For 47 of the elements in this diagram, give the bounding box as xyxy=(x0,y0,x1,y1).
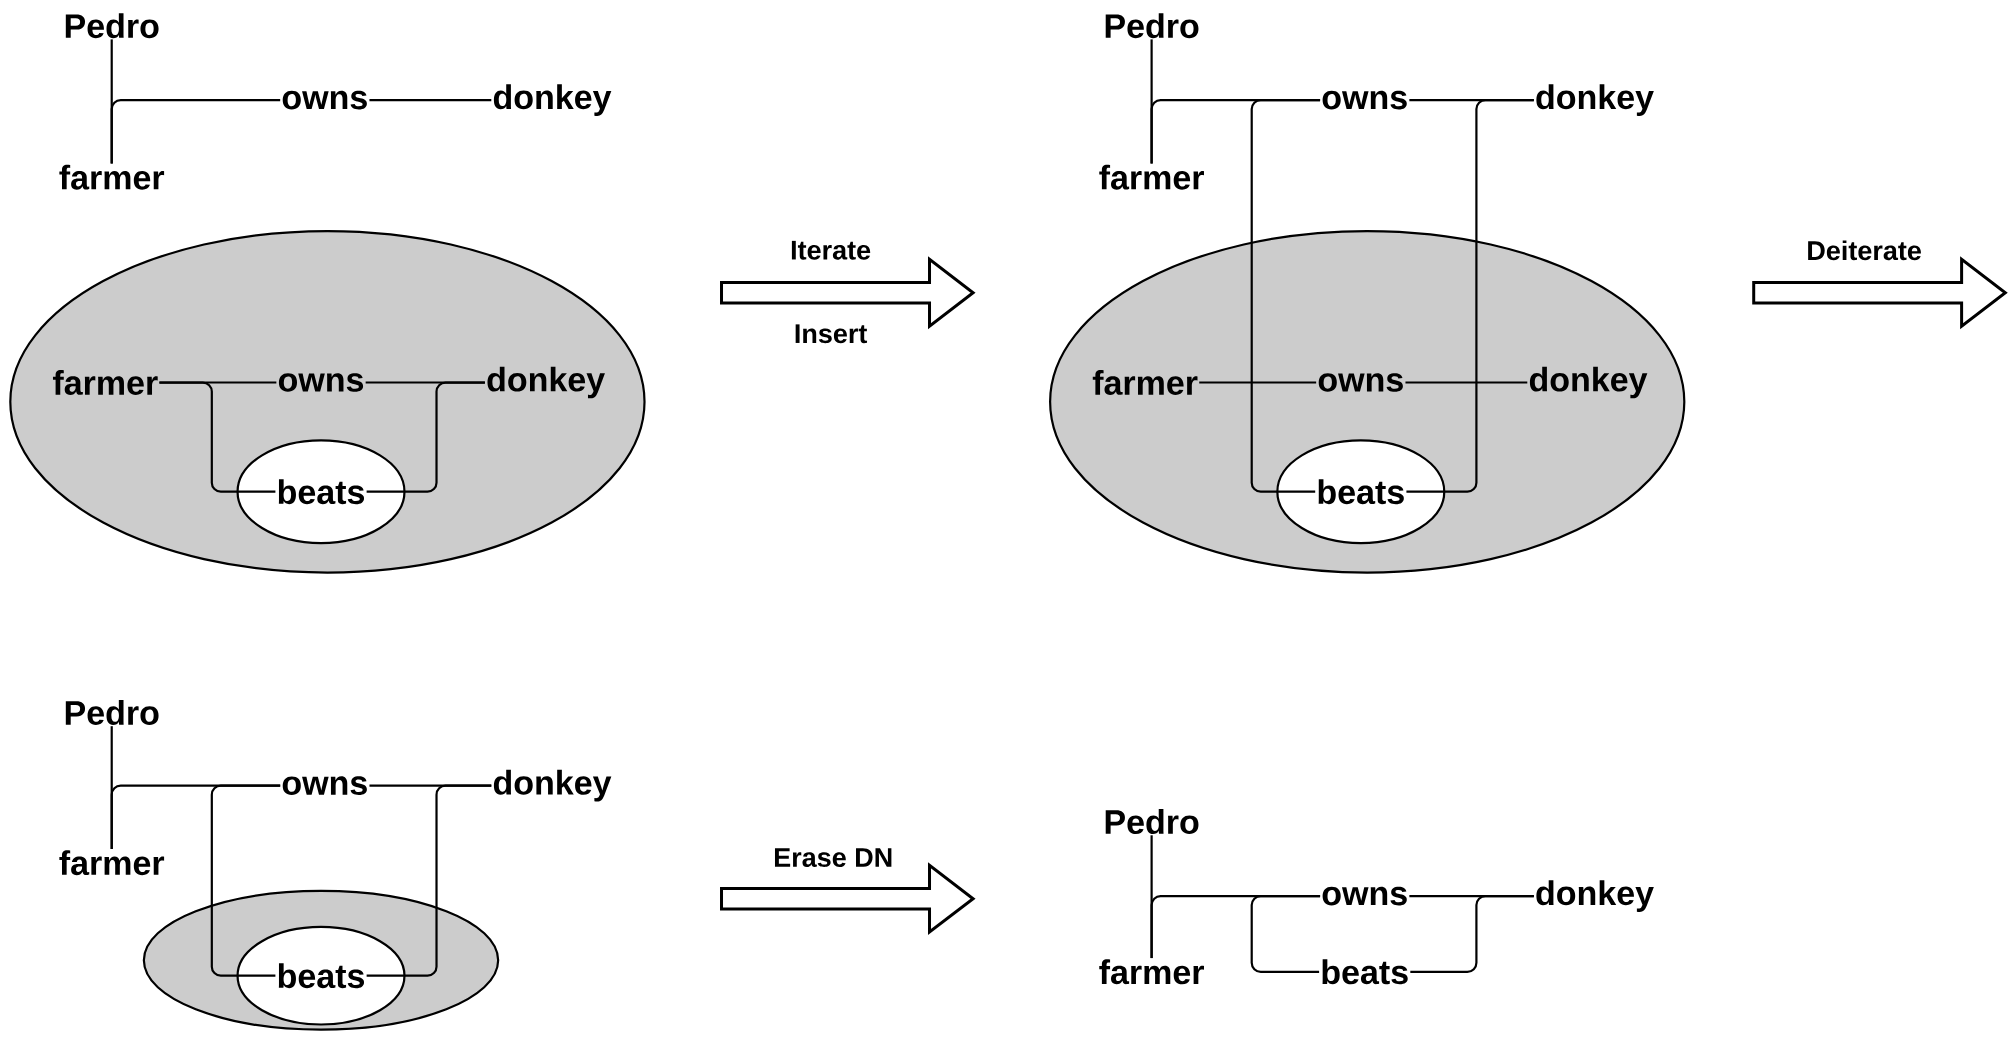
line-of-identity xyxy=(1410,895,1534,973)
graph-word: Pedro xyxy=(65,700,159,725)
graph-word: donkey xyxy=(487,366,605,399)
cut-oval xyxy=(9,229,646,574)
graph-word: beats xyxy=(1318,479,1404,505)
line-of-identity xyxy=(366,381,485,493)
graph-word: donkey xyxy=(493,769,612,802)
graph-word: donkey xyxy=(1529,366,1648,399)
cut-oval xyxy=(1276,439,1446,545)
line-of-identity xyxy=(366,784,492,977)
rule-label: Insert xyxy=(795,324,868,344)
line-of-identity xyxy=(1250,99,1321,493)
line-of-identity xyxy=(369,99,492,102)
rule-label: Deiterate xyxy=(1808,240,1921,261)
graph-word: farmer xyxy=(1099,164,1204,190)
graph-word: owns xyxy=(282,776,367,795)
graph-word: owns xyxy=(282,90,367,110)
graph-word: farmer xyxy=(53,370,158,395)
rule-label: Iterate xyxy=(791,240,871,260)
line-of-identity xyxy=(1406,99,1534,493)
line-of-identity xyxy=(1250,895,1321,973)
cut-oval xyxy=(236,925,406,1026)
line-of-identity xyxy=(159,381,276,493)
graph-word: beats xyxy=(278,963,365,989)
line-of-identity xyxy=(110,99,281,164)
rule-label: Erase DN xyxy=(775,848,892,867)
graph-word: owns xyxy=(1318,373,1403,392)
graph-word: farmer xyxy=(1092,370,1198,395)
graph-word: donkey xyxy=(1536,84,1654,116)
graph-word: beats xyxy=(278,479,365,505)
line-of-identity xyxy=(1199,381,1317,384)
graph-word: beats xyxy=(1322,959,1408,985)
graph-word: farmer xyxy=(59,164,165,190)
graph-word: farmer xyxy=(1099,959,1204,985)
graph-word: owns xyxy=(1322,886,1407,906)
graph-word: farmer xyxy=(59,850,165,876)
graph-word: Pedro xyxy=(65,13,159,39)
line-of-identity xyxy=(1405,381,1528,384)
graph-word: Pedro xyxy=(1105,809,1199,835)
graph-word: owns xyxy=(278,373,364,392)
cut-oval xyxy=(1049,229,1686,574)
line-of-identity xyxy=(210,784,281,977)
cut-oval xyxy=(236,439,406,545)
graph-word: Pedro xyxy=(1105,13,1199,39)
graph-word: donkey xyxy=(493,84,612,116)
graph-word: donkey xyxy=(1536,880,1654,912)
graph-word: owns xyxy=(1322,90,1407,110)
